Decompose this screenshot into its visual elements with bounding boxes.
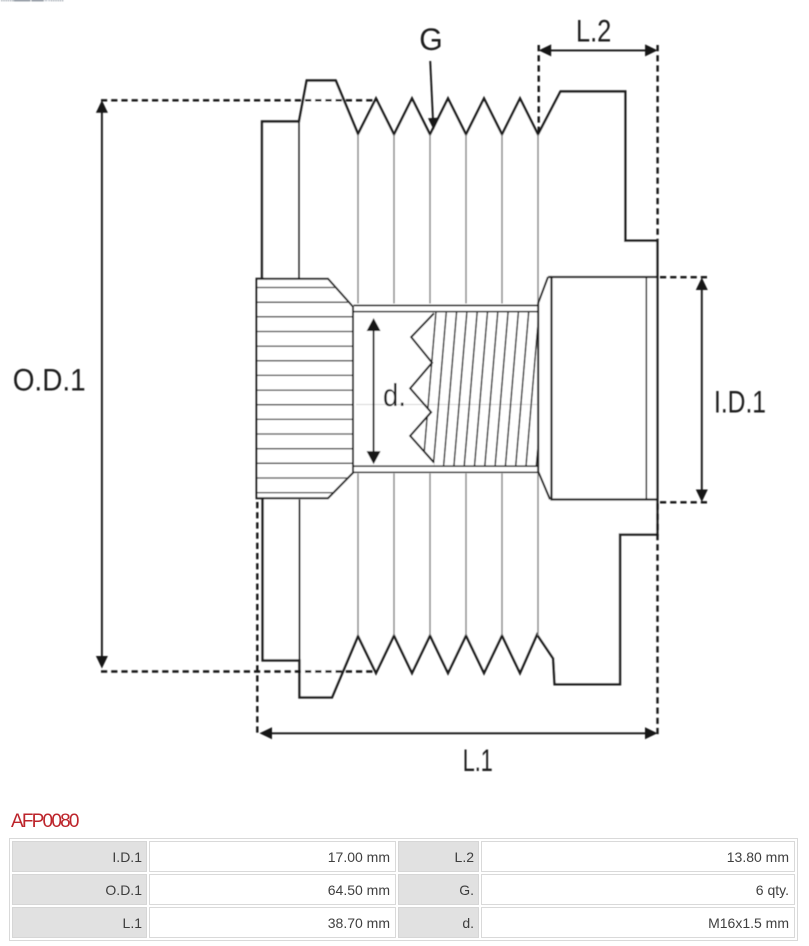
svg-text:L.1: L.1 bbox=[463, 742, 493, 778]
svg-text:L.2: L.2 bbox=[576, 12, 611, 48]
svg-text:G: G bbox=[419, 21, 443, 57]
svg-text:d.: d. bbox=[383, 377, 406, 413]
svg-text:O.D.1: O.D.1 bbox=[13, 361, 86, 397]
svg-text:I.D.1: I.D.1 bbox=[714, 383, 766, 419]
